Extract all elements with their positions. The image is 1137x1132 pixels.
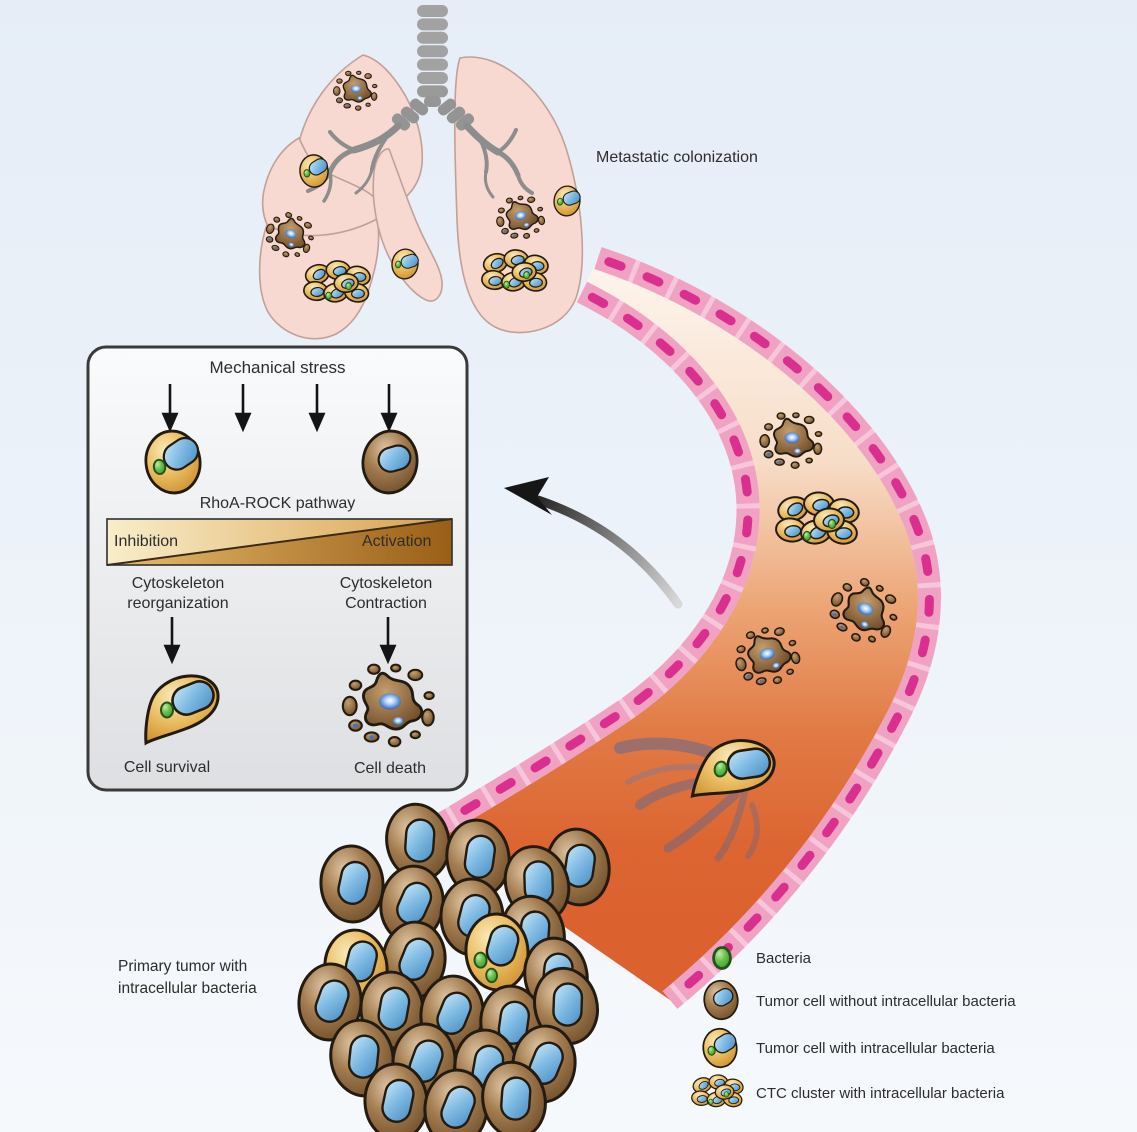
zoom-arrow [504, 477, 683, 609]
cyto-right-line2: Contraction [345, 595, 427, 612]
activation-label: Activation [362, 533, 432, 550]
inset-title: Mechanical stress [209, 358, 346, 377]
legend-label-bacteria: Bacteria [756, 950, 812, 967]
bacteria-icon [712, 946, 732, 970]
left-lung-lingular-lobe [372, 148, 443, 302]
cell-survival-label: Cell survival [123, 759, 211, 776]
primary-tumor-line2: intracellular bacteria [118, 980, 257, 997]
tumor-cell-without-bacteria-icon [701, 978, 741, 1022]
outcome-arrows [163, 617, 397, 665]
inhibition-label: Inhibition [114, 533, 179, 550]
ctc-cluster [775, 491, 862, 546]
legend-label-tumor-cell-with: Tumor cell with intracellular bacteria [756, 1040, 995, 1057]
metastatic-colonization-label: Metastatic colonization [596, 149, 758, 166]
trachea [306, 5, 534, 203]
blood-vessel [422, 247, 941, 1009]
vessel-wall-inner [422, 281, 760, 842]
primary-tumor-label: Primary tumor with intracellular bacteri… [118, 956, 257, 1000]
ctc-cluster [481, 249, 551, 293]
ctc-cluster [303, 260, 373, 304]
pathway-label: RhoA-ROCK pathway [199, 495, 356, 512]
cyto-right-line1: Cytoskeleton [339, 575, 433, 592]
rhoa-rock-activity-bar [106, 518, 453, 566]
bronchi [306, 122, 534, 203]
ctc-cluster-icon [691, 1074, 745, 1108]
primary-tumor-line1: Primary tumor with [118, 958, 248, 975]
cytoskeleton-contraction-label: Cytoskeleton Contraction [311, 574, 461, 614]
cell-death-label: Cell death [353, 760, 427, 777]
migrating-tumor-cell [614, 731, 779, 862]
cyto-left-line2: reorganization [127, 595, 229, 612]
cyto-left-line1: Cytoskeleton [131, 575, 225, 592]
stress-arrows [161, 384, 398, 433]
vessel-wall-outer [593, 247, 941, 1009]
legend-label-ctc-cluster: CTC cluster with intracellular bacteria [756, 1085, 1005, 1102]
legend-label-tumor-cell-without: Tumor cell without intracellular bacteri… [756, 993, 1016, 1010]
tumor-cell-with-bacteria-icon [701, 1027, 741, 1069]
mechanism-inset-box [86, 345, 469, 792]
cytoskeleton-reorganization-label: Cytoskeleton reorganization [103, 574, 253, 614]
